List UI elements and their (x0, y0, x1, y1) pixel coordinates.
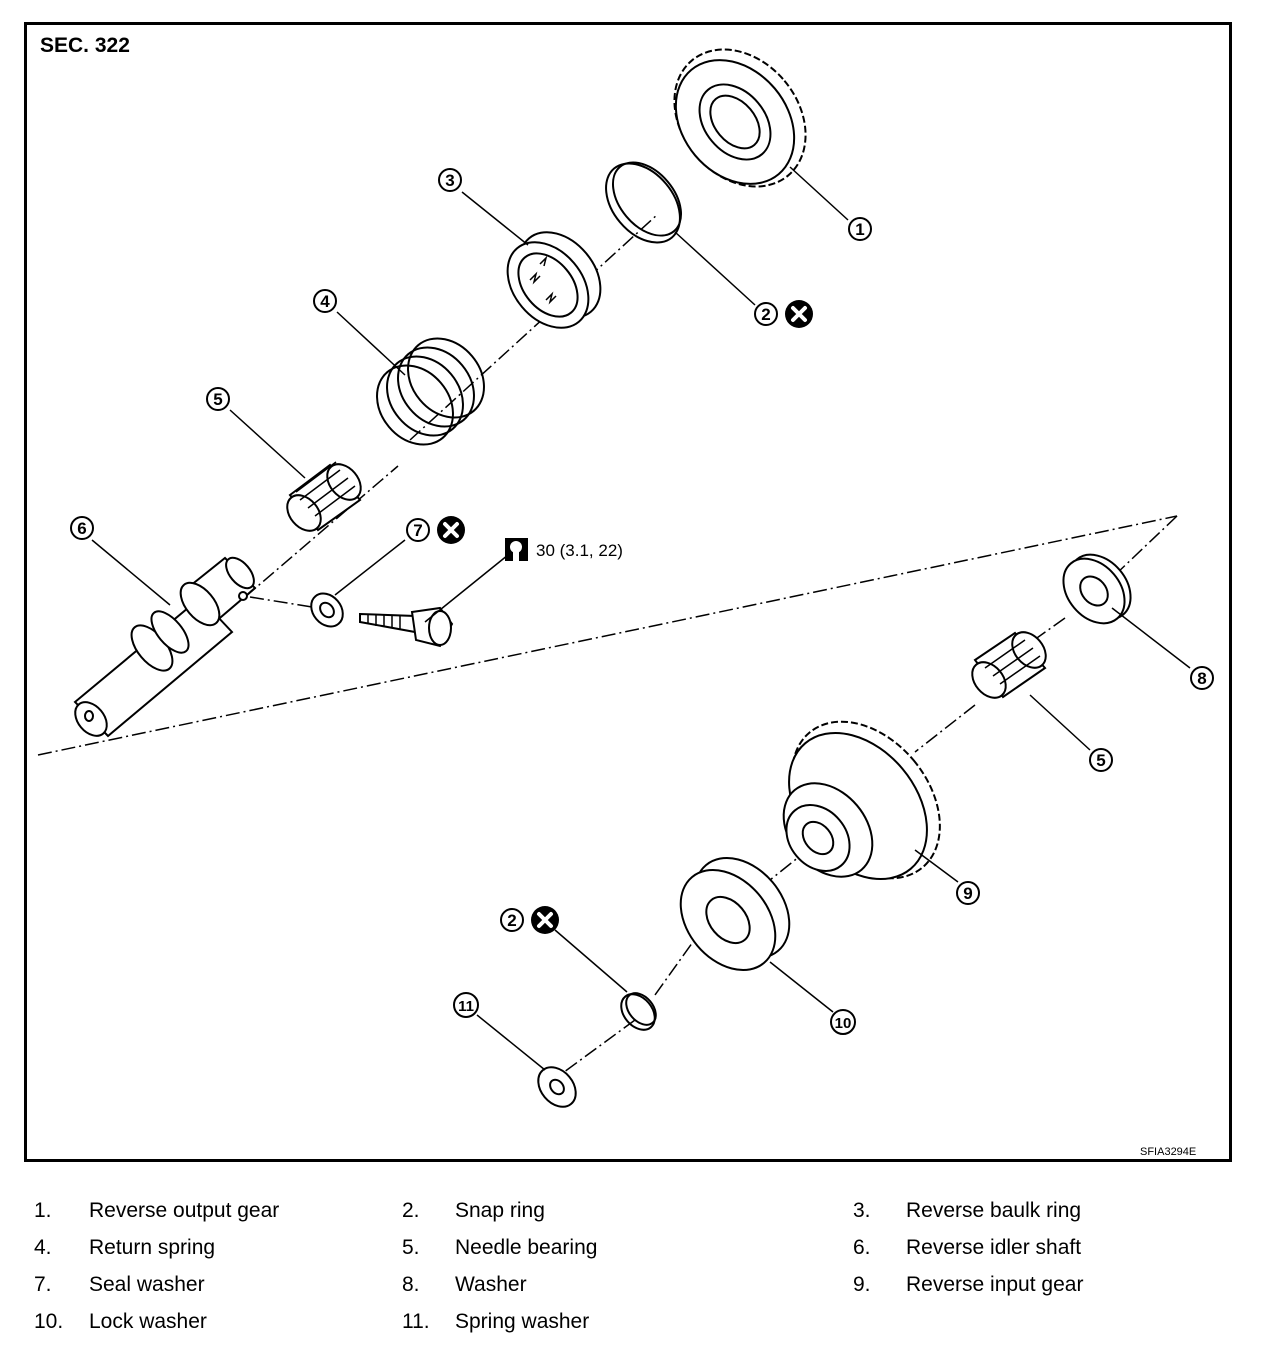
reverse-baulk-ring (506, 231, 602, 329)
washer (1062, 553, 1132, 625)
legend-number: 2. (402, 1199, 420, 1222)
svg-text:11: 11 (458, 998, 474, 1015)
svg-text:7: 7 (413, 521, 422, 540)
legend-number: 3. (853, 1199, 871, 1222)
legend-number: 4. (34, 1236, 52, 1259)
svg-text:6: 6 (77, 519, 86, 538)
callout-5-upper: 5 (206, 387, 230, 411)
callout-11: 11 (453, 992, 479, 1018)
seal-washer (310, 592, 344, 628)
svg-text:2: 2 (507, 911, 516, 930)
legend-name: Return spring (89, 1236, 216, 1259)
needle-bearing-lower (971, 631, 1047, 699)
legend-number: 7. (34, 1273, 52, 1296)
bolt (359, 606, 454, 648)
reverse-output-gear (673, 48, 807, 188)
callout-5-lower: 5 (1089, 748, 1113, 772)
callout-3: 3 (438, 168, 462, 192)
callout-1: 1 (848, 217, 872, 241)
needle-bearing-upper (286, 461, 362, 532)
spring-washer (537, 1066, 577, 1108)
svg-text:30 (3.1, 22): 30 (3.1, 22) (536, 541, 623, 560)
callout-8: 8 (1190, 666, 1214, 690)
legend-name: Reverse idler shaft (906, 1236, 1082, 1259)
svg-text:10: 10 (835, 1015, 852, 1032)
callout-6: 6 (70, 516, 94, 540)
callout-10: 10 (830, 1009, 856, 1035)
legend-name: Snap ring (455, 1199, 545, 1222)
circled-x-icon (435, 514, 467, 546)
callout-2-upper: 2 (754, 298, 815, 330)
exploded-view-diagram: 1 2 3 4 5 6 7 8 5 9 2 (37, 48, 1214, 1108)
legend-name: Washer (455, 1273, 527, 1296)
legend-number: 5. (402, 1236, 420, 1259)
callout-9: 9 (956, 881, 980, 905)
callout-2-lower: 2 (500, 904, 561, 936)
callout-7: 7 (406, 514, 467, 546)
legend-name: Reverse input gear (906, 1273, 1084, 1296)
leader-lines (91, 166, 1191, 1071)
legend-name: Spring washer (455, 1310, 590, 1333)
svg-text:2: 2 (761, 305, 770, 324)
legend-name: Reverse output gear (89, 1199, 280, 1222)
svg-text:1: 1 (855, 220, 864, 239)
section-label: SEC. 322 (40, 34, 130, 57)
svg-text:5: 5 (213, 390, 222, 409)
svg-text:8: 8 (1197, 669, 1206, 688)
reverse-input-gear (782, 720, 941, 881)
legend-number: 9. (853, 1273, 871, 1296)
callout-4: 4 (313, 289, 337, 313)
svg-text:4: 4 (320, 292, 330, 311)
circled-x-icon (529, 904, 561, 936)
legend-number: 6. (853, 1236, 871, 1259)
legend-name: Seal washer (89, 1273, 205, 1296)
legend-name: Reverse baulk ring (906, 1199, 1082, 1222)
snap-ring-upper (605, 161, 683, 244)
torque-spec: 30 (3.1, 22) (505, 538, 623, 561)
legend-number: 1. (34, 1199, 52, 1222)
figure-code: SFIA3294E (1140, 1146, 1197, 1158)
circled-x-icon (783, 298, 815, 330)
legend-number: 8. (402, 1273, 420, 1296)
svg-text:5: 5 (1096, 751, 1105, 770)
reverse-idler-shaft (73, 556, 257, 738)
legend-number: 11. (402, 1310, 430, 1333)
return-spring (376, 337, 485, 446)
svg-text:9: 9 (963, 884, 972, 903)
legend-name: Needle bearing (455, 1236, 598, 1259)
legend-name: Lock washer (89, 1310, 207, 1333)
legend-number: 10. (34, 1310, 64, 1333)
svg-text:3: 3 (445, 171, 454, 190)
snap-ring-lower (620, 992, 657, 1031)
torque-wrench-icon (505, 538, 528, 561)
lock-washer (679, 856, 791, 972)
